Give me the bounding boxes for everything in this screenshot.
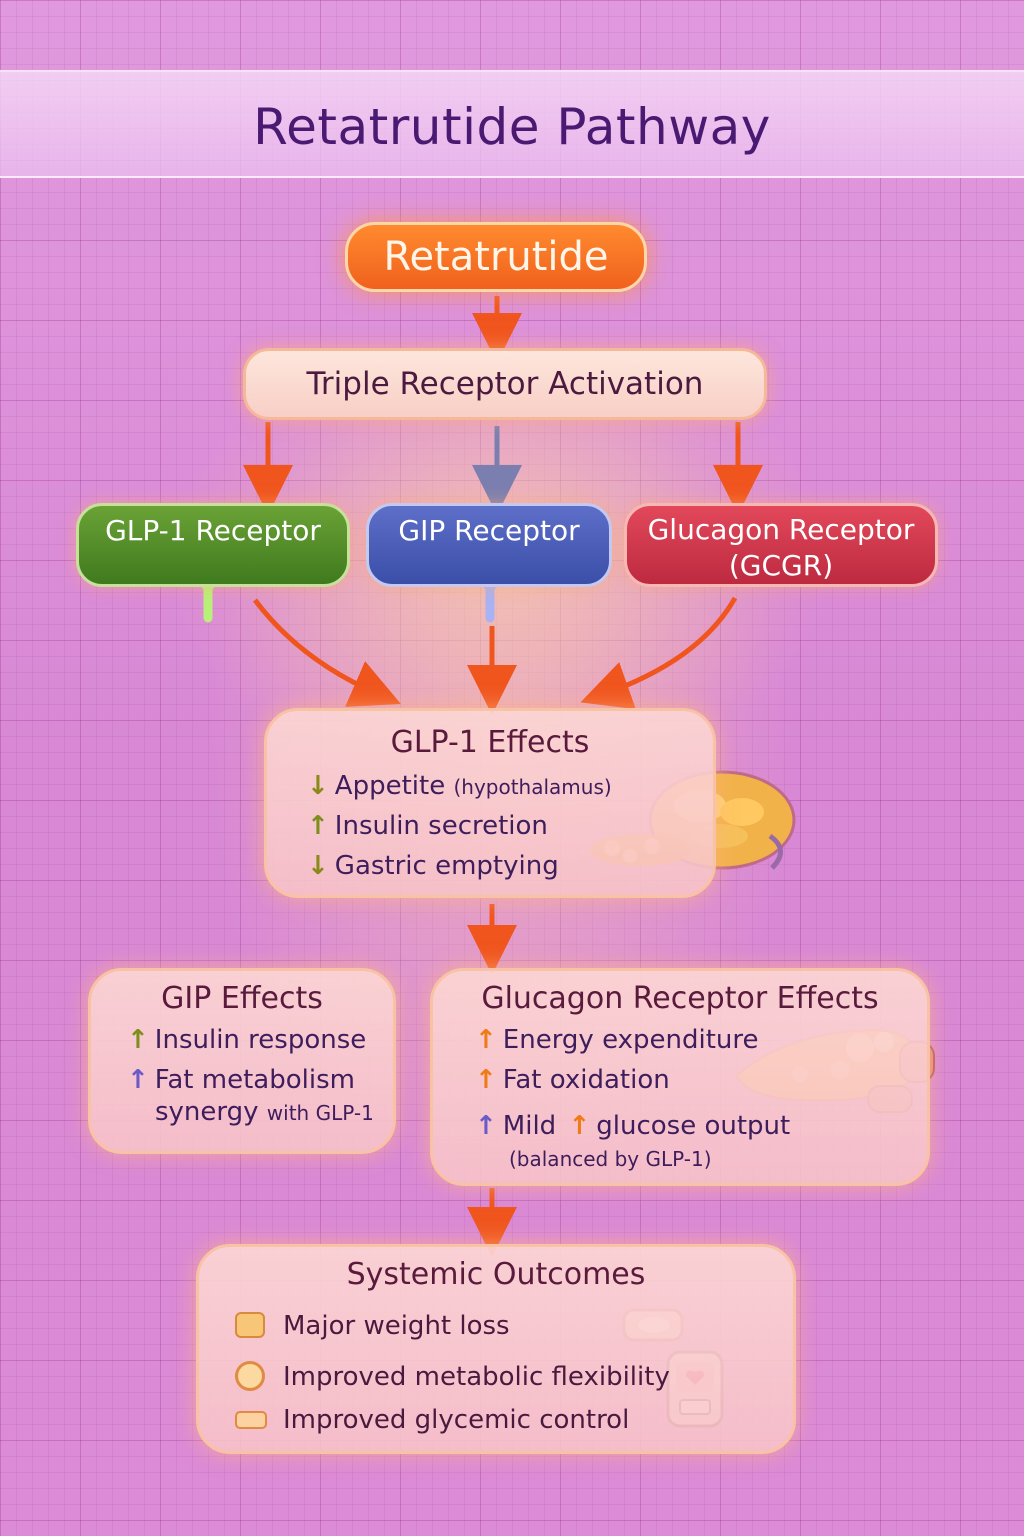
appetite-note: (hypothalamus): [453, 775, 612, 799]
page-title: Retatrutide Pathway: [253, 98, 771, 156]
up-arrow-icon: ↑: [475, 1065, 497, 1095]
gip-effects-title: GIP Effects: [161, 981, 323, 1016]
outcome-metabolic-flexibility: Improved metabolic flexibility: [235, 1361, 670, 1392]
gcgr-label-line2: (GCGR): [728, 549, 834, 582]
up-arrow-icon: ↑: [475, 1111, 497, 1141]
glp1-receptor-node: GLP-1 Receptor: [76, 503, 350, 587]
gip-effect-insulin: ↑Insulin response: [127, 1025, 367, 1055]
gcgr-effects-box: Glucagon Receptor Effects ↑Energy expend…: [430, 968, 930, 1186]
systemic-outcomes-title: Systemic Outcomes: [346, 1257, 646, 1292]
up-arrow-icon: ↑: [475, 1025, 497, 1055]
glp1-effect-insulin: ↑Insulin secretion: [307, 811, 548, 841]
glp1-effects-title: GLP-1 Effects: [390, 725, 590, 760]
glp1-effects-box: GLP-1 Effects ↓Appetite (hypothalamus) ↑…: [264, 708, 716, 898]
up-arrow-icon: ↑: [307, 811, 329, 841]
gcgr-effect-note: (balanced by GLP-1): [509, 1147, 712, 1171]
outcome-weight-loss: Major weight loss: [235, 1311, 510, 1341]
glp1-effect-appetite: ↓Appetite (hypothalamus): [307, 771, 612, 801]
up-arrow-icon: ↑: [568, 1111, 591, 1141]
jar-icon: [235, 1312, 265, 1338]
strip-icon: [235, 1411, 267, 1429]
title-band: [0, 70, 1024, 178]
gip-effects-box: GIP Effects ↑Insulin response ↑Fat metab…: [88, 968, 396, 1154]
gcgr-effect-fat-oxidation: ↑Fat oxidation: [475, 1065, 670, 1095]
outcome-glycemic-control: Improved glycemic control: [235, 1405, 629, 1435]
up-arrow-icon: ↑: [127, 1065, 149, 1095]
gcgr-effects-title: Glucagon Receptor Effects: [481, 981, 879, 1016]
up-arrow-icon: ↑: [127, 1025, 149, 1055]
down-arrow-icon: ↓: [307, 771, 329, 801]
triple-receptor-activation-node: Triple Receptor Activation: [243, 348, 767, 420]
arrow-gcgr-to-effects: [580, 596, 738, 710]
cell-icon: [235, 1361, 265, 1391]
gip-receptor-node: GIP Receptor: [366, 503, 612, 587]
glucagon-receptor-node: Glucagon Receptor (GCGR): [624, 503, 938, 587]
gcgr-effect-glucose: ↑Mild ↑glucose output: [475, 1111, 791, 1141]
retatrutide-node: Retatrutide: [345, 222, 647, 292]
gip-synergy: synergy with GLP-1: [155, 1097, 374, 1127]
gcgr-effect-energy: ↑Energy expenditure: [475, 1025, 759, 1055]
glp1-effect-gastric: ↓Gastric emptying: [307, 851, 559, 881]
gcgr-label-line1: Glucagon Receptor: [647, 513, 915, 546]
systemic-outcomes-box: Systemic Outcomes Major weight loss Impr…: [196, 1244, 796, 1454]
down-arrow-icon: ↓: [307, 851, 329, 881]
arrow-glp1-to-effects: [253, 598, 401, 707]
gip-effect-fat: ↑Fat metabolism: [127, 1065, 355, 1095]
